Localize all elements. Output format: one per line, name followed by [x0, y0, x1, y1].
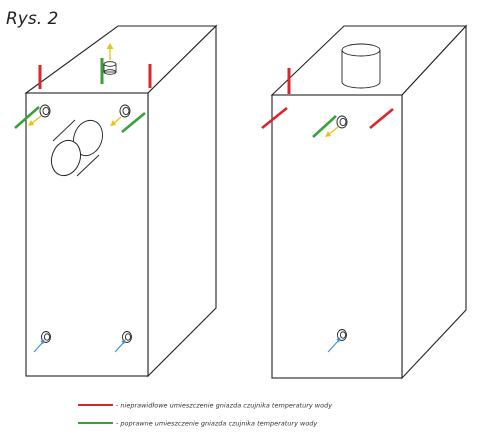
right-bottom-fitting	[337, 329, 347, 341]
legend: - nieprawidłowe umieszczenie gniazda czu…	[78, 402, 332, 428]
right-top-cylinder	[341, 43, 381, 89]
right-bottom-inlet-arrow	[327, 337, 341, 353]
left-top-nozzle	[103, 61, 117, 75]
left-upper-right-flow-arrow	[110, 116, 122, 126]
left-upper-left-flow-arrow	[28, 115, 42, 126]
left-sensor-socket-upper-right	[119, 104, 131, 118]
left-upper-left-correct-marker	[14, 106, 40, 129]
right-sensor-socket	[336, 115, 348, 129]
right-socket-flow-arrow	[325, 126, 339, 137]
right-tank	[261, 24, 468, 380]
left-front-cylinder	[50, 116, 104, 178]
legend-correct-label: - poprawne umieszczenie gniazda czujnika…	[116, 420, 317, 428]
left-top-flow-arrow	[106, 43, 114, 60]
left-bottom-right-fitting	[122, 331, 132, 343]
left-bottom-left-fitting	[41, 331, 51, 343]
left-sensor-socket-upper-left	[39, 104, 51, 118]
right-socket-correct-marker	[312, 115, 337, 138]
figure-title: Rys. 2	[6, 9, 58, 29]
left-bottom-left-inlet-arrow	[33, 339, 45, 353]
legend-incorrect-label: - nieprawidłowe umieszczenie gniazda czu…	[116, 402, 332, 410]
right-tank-front-face	[271, 94, 403, 379]
left-bottom-right-inlet-arrow	[114, 339, 126, 353]
right-left-edge-incorrect-marker	[261, 106, 288, 130]
left-upper-right-correct-marker	[121, 111, 146, 134]
left-tank	[14, 24, 218, 378]
right-right-edge-incorrect-marker	[369, 107, 394, 130]
